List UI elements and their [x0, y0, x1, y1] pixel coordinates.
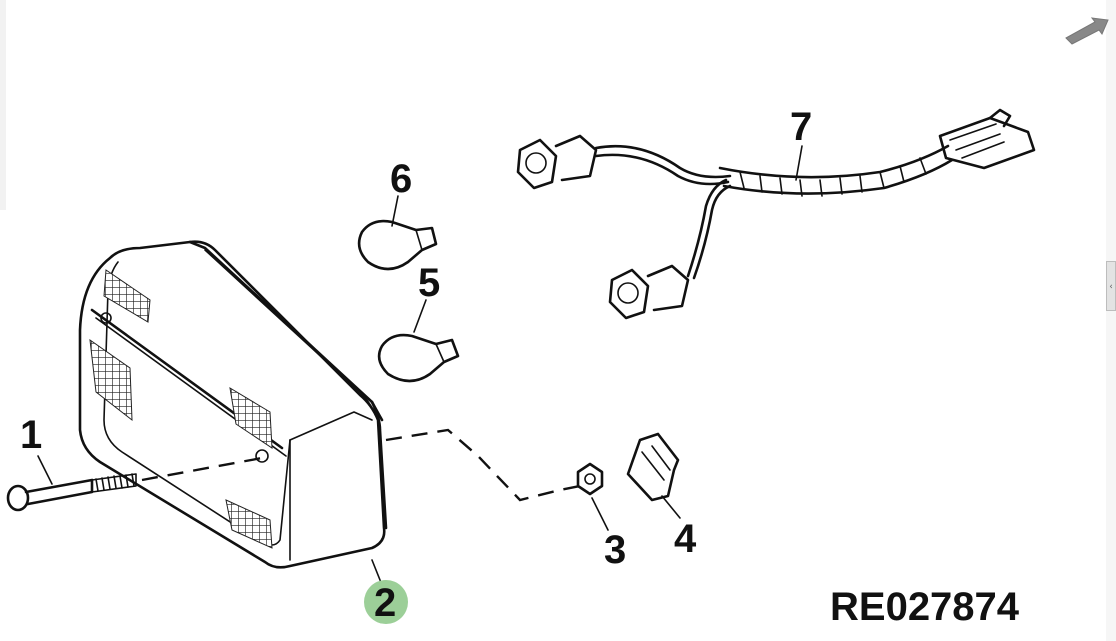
bolt-axis-line	[141, 456, 263, 482]
leader-1	[37, 455, 53, 485]
callout-2-highlight	[364, 580, 408, 624]
leader-7	[795, 145, 803, 181]
callout-2[interactable]: 2	[374, 581, 396, 625]
clip	[626, 432, 680, 502]
bulb-lower	[377, 333, 460, 383]
collapse-handle[interactable]: ‹	[1106, 261, 1116, 311]
nut	[576, 462, 604, 496]
leader-3	[591, 497, 609, 531]
leader-6	[391, 195, 399, 227]
assembly-axis-line	[385, 428, 581, 502]
callout-1[interactable]: 1	[20, 413, 42, 457]
leader-4	[661, 495, 681, 519]
tail-lamp-housing	[78, 240, 388, 569]
callout-4[interactable]: 4	[674, 517, 697, 561]
viewer-right-strip	[1106, 0, 1116, 641]
callout-6[interactable]: 6	[390, 157, 412, 201]
wiring-harness	[516, 108, 1036, 320]
callout-3[interactable]: 3	[604, 528, 626, 572]
viewer-left-edge	[0, 0, 6, 210]
callout-7[interactable]: 7	[790, 105, 812, 149]
figure-reference: RE027874	[830, 585, 1020, 629]
bulb-upper	[357, 219, 438, 271]
callout-5[interactable]: 5	[418, 261, 440, 305]
arrow-icon[interactable]	[1065, 17, 1109, 45]
leader-5	[413, 299, 427, 333]
bolt	[6, 473, 137, 512]
